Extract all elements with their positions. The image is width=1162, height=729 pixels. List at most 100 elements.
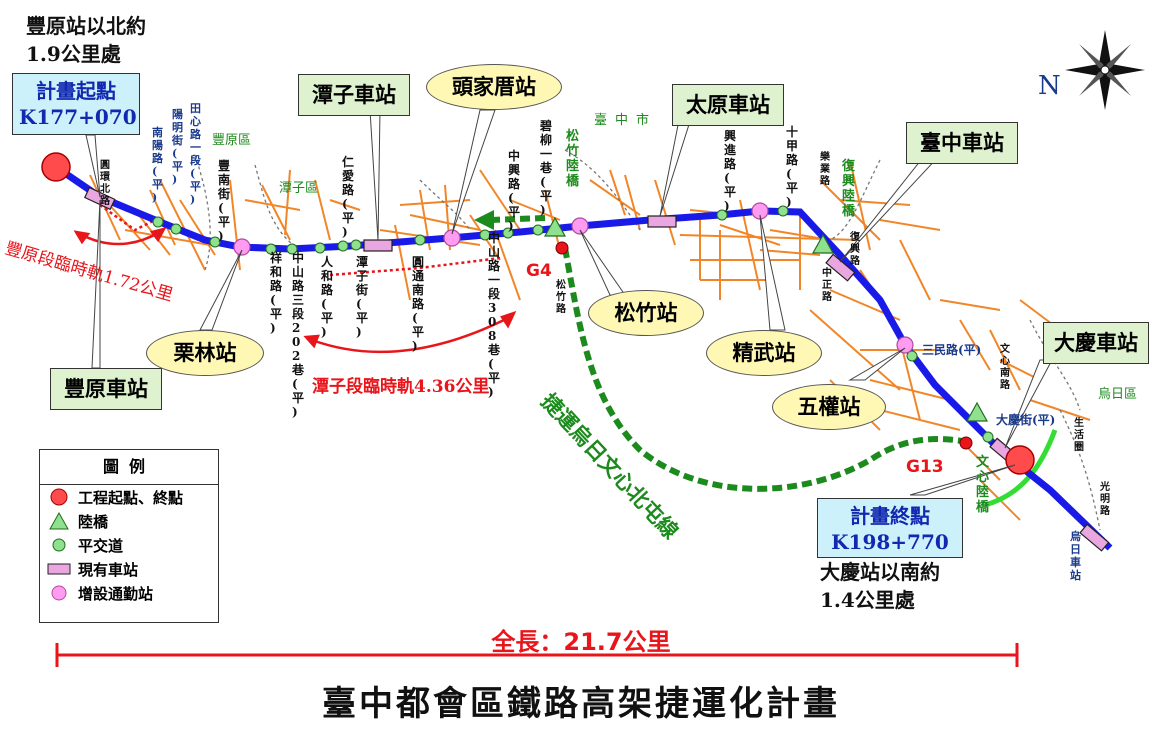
mrt-arrow-west [474, 210, 494, 230]
overpass-label: 復興陸橋 [841, 158, 856, 219]
level-crossing-marker [337, 240, 349, 252]
overpass-marker [965, 401, 989, 422]
plan-start-km: K177+070 [19, 105, 137, 129]
crossing-label: 祥和路(平) [269, 250, 283, 335]
level-crossing-marker [777, 205, 789, 217]
mrt-station-marker-g13 [959, 436, 973, 450]
plan-start-callout: 計畫起點 K177+070 [12, 73, 140, 135]
station-marker-fengyuan [83, 186, 116, 211]
level-crossing-marker [479, 229, 491, 241]
crossing-label: 南陽路(平) [152, 125, 164, 204]
legend-label-crossing: 平交道 [78, 536, 124, 555]
station-callout-fengyuan: 豐原車站 [50, 368, 162, 410]
crossing-label: 中興路(平) [508, 148, 521, 233]
overpasses [543, 216, 989, 422]
street-label: 文心南路 [1000, 342, 1011, 391]
station-callout-taichung: 臺中車站 [906, 122, 1018, 164]
crossing-label: 田心路一段(平) [190, 102, 202, 206]
temporary-tracks [99, 203, 501, 277]
district-label-taichung: 臺中市 [594, 112, 657, 128]
legend-item-new: 增設通勤站 [40, 581, 218, 605]
level-crossing-marker [350, 239, 362, 251]
station-marker-tanzi [363, 239, 393, 252]
new-stations [233, 202, 914, 354]
crossing-label: 三民路(平) [922, 342, 981, 357]
street-label: 中正路 [822, 266, 833, 303]
crossing-label: 人和路(平) [320, 254, 334, 339]
plan-end-note-line1: 大慶站以南約 [820, 560, 940, 584]
district-label-tanzi: 潭子區 [279, 181, 318, 196]
crossing-label: 碧柳一巷(平) [539, 118, 553, 217]
crossing-label: 豐南街(平) [217, 158, 230, 243]
overpass-label: 文心陸橋 [976, 454, 990, 515]
north-label: N [1038, 71, 1061, 101]
level-crossing-marker [265, 243, 277, 255]
crossing-label: 十甲路(平) [786, 124, 799, 209]
new-station-callout-lilin: 栗林站 [146, 330, 264, 376]
mrt-station-label-g4: G4 [526, 261, 552, 281]
level-crossing-marker [170, 223, 182, 235]
legend: 圖例 工程起點、終點 陸橋 平交道 現有車站 增設通勤站 [39, 449, 219, 623]
legend-label-new: 增設通勤站 [78, 584, 154, 603]
new-station-callout-toujiacuo: 頭家厝站 [426, 64, 562, 110]
total-length-bar [55, 643, 1019, 667]
street-label: 烏日車站 [1070, 529, 1081, 582]
level-crossings [152, 205, 994, 443]
crossing-label: 興進路(平) [724, 128, 737, 213]
mrt-station-marker-g4 [555, 241, 569, 255]
station-callout-daqing: 大慶車站 [1043, 322, 1149, 364]
mrt-line [489, 215, 969, 492]
legend-label-overpass: 陸橋 [78, 512, 109, 531]
level-crossing-marker [982, 431, 994, 443]
plan-start-note-line1: 豐原站以北約 [26, 14, 146, 38]
overpass-label: 松竹陸橋 [565, 128, 580, 189]
level-crossing-marker [716, 209, 728, 221]
mrt-station-label-g13: G13 [906, 457, 944, 477]
new-station-callout-jingwu: 精武站 [706, 330, 822, 376]
start-end-point-icon [46, 487, 72, 507]
legend-item-overpass: 陸橋 [40, 509, 218, 533]
plan-end-note: 大慶站以南約 1.4公里處 [820, 558, 940, 614]
legend-label-existing: 現有車站 [78, 560, 139, 579]
overpass-bright-green [984, 429, 1058, 508]
level-crossing-marker [532, 224, 544, 236]
new-station-marker-songzhu [571, 217, 589, 235]
legend-label-start-end: 工程起點、終點 [78, 488, 184, 507]
level-crossing-marker [502, 227, 514, 239]
street-label: 生活圈 [1074, 416, 1084, 453]
legend-item-existing: 現有車站 [40, 557, 218, 581]
legend-item-start-end: 工程起點、終點 [40, 485, 218, 509]
start-point-marker [41, 152, 71, 182]
station-marker-taiyuan [647, 215, 677, 228]
plan-start-note: 豐原站以北約 1.9公里處 [26, 12, 146, 68]
crossing-label: 圓通南路(平) [412, 254, 425, 353]
street-label: 松竹路 [555, 278, 567, 315]
station-marker-wuri [1079, 523, 1110, 552]
new-station-icon [46, 583, 72, 603]
level-crossing-marker [286, 243, 298, 255]
plan-end-km: K198+770 [831, 530, 949, 554]
callout-pointers [85, 109, 1053, 496]
overpass-marker [543, 216, 567, 237]
overpass-triangle-icon [46, 511, 72, 531]
plan-end-note-line2: 1.4公里處 [820, 588, 915, 612]
level-crossing-marker [152, 216, 164, 228]
level-crossing-marker [209, 236, 221, 248]
station-marker-taichung [825, 253, 856, 282]
legend-title: 圖例 [40, 450, 218, 485]
plan-end-label: 計畫終點 [850, 504, 930, 528]
level-crossing-marker [906, 350, 918, 362]
station-callout-taiyuan: 太原車站 [672, 84, 784, 126]
overpass-marker [811, 233, 835, 254]
temp-track-arrows [73, 227, 517, 354]
district-label-wuri: 烏日區 [1098, 386, 1137, 402]
existing-station-icon [46, 559, 72, 579]
district-boundaries [194, 149, 1101, 531]
level-crossing-icon [46, 535, 72, 555]
new-station-callout-wuquan: 五權站 [772, 384, 886, 430]
legend-item-crossing: 平交道 [40, 533, 218, 557]
crossing-label: 仁愛路(平) [342, 154, 355, 239]
street-label: 光明路 [1099, 480, 1111, 517]
